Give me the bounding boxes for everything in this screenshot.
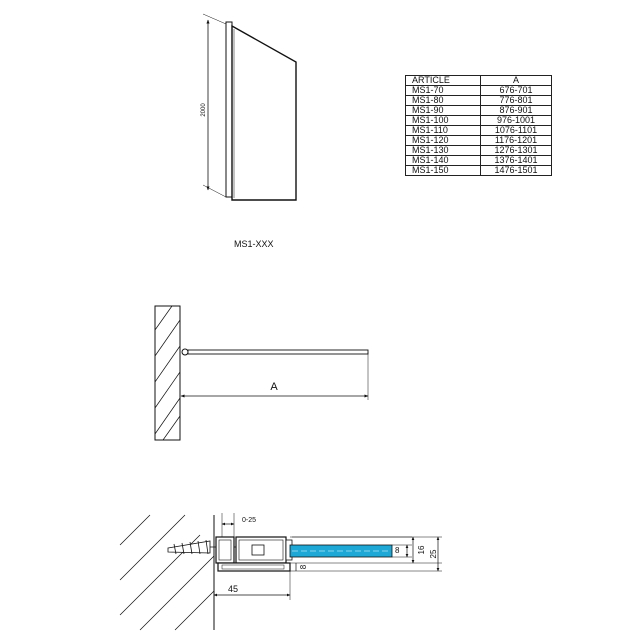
profile-detail: 0-25 45 8 16 25 8 xyxy=(119,513,442,631)
height-label: 2000 xyxy=(201,103,207,117)
wall-profile xyxy=(225,21,233,198)
article-cell: MS1-100 xyxy=(405,115,481,126)
glass-panel xyxy=(231,24,297,201)
wall-hatch xyxy=(154,305,181,441)
table-header-row: ARTICLE A xyxy=(405,75,552,86)
model-label: MS1-XXX xyxy=(234,239,274,249)
dimension-cell: 1176-1201 xyxy=(480,135,552,146)
adjust-label: 0-25 xyxy=(242,517,256,524)
article-cell: MS1-70 xyxy=(405,85,481,96)
article-cell: MS1-150 xyxy=(405,165,481,176)
article-cell: MS1-110 xyxy=(405,125,481,136)
article-cell: MS1-80 xyxy=(405,95,481,106)
article-cell: MS1-130 xyxy=(405,145,481,156)
cover-strip xyxy=(217,562,291,572)
article-cell: MS1-140 xyxy=(405,155,481,166)
dimension-cell: 776-801 xyxy=(480,95,552,106)
dimension-cell: 1376-1401 xyxy=(480,155,552,166)
dimension-cell: 1476-1501 xyxy=(480,165,552,176)
dim-8-vertical-label: 8 xyxy=(299,564,308,569)
dimension-cell: 676-701 xyxy=(480,85,552,96)
column-header-a: A xyxy=(480,75,552,86)
dim-25-label: 25 xyxy=(429,549,438,558)
dimension-cell: 1276-1301 xyxy=(480,145,552,156)
dim-16-label: 16 xyxy=(417,545,426,554)
wall-profile-plan xyxy=(181,348,189,356)
wall-channel xyxy=(215,536,235,564)
dimension-cell: 876-901 xyxy=(480,105,552,116)
dimension-a-label: A xyxy=(270,381,278,393)
width-label: 45 xyxy=(228,584,238,594)
front-elevation: 2000 MS1-XXX xyxy=(201,13,297,249)
article-cell: MS1-90 xyxy=(405,105,481,116)
article-cell: MS1-120 xyxy=(405,135,481,146)
glass-plan xyxy=(187,349,369,355)
column-header-article: ARTICLE xyxy=(405,75,481,86)
dimension-cell: 976-1001 xyxy=(480,115,552,126)
plan-view: A xyxy=(154,305,369,441)
dimension-cell: 1076-1101 xyxy=(480,125,552,136)
glass-thickness-label: 8 xyxy=(395,546,400,555)
